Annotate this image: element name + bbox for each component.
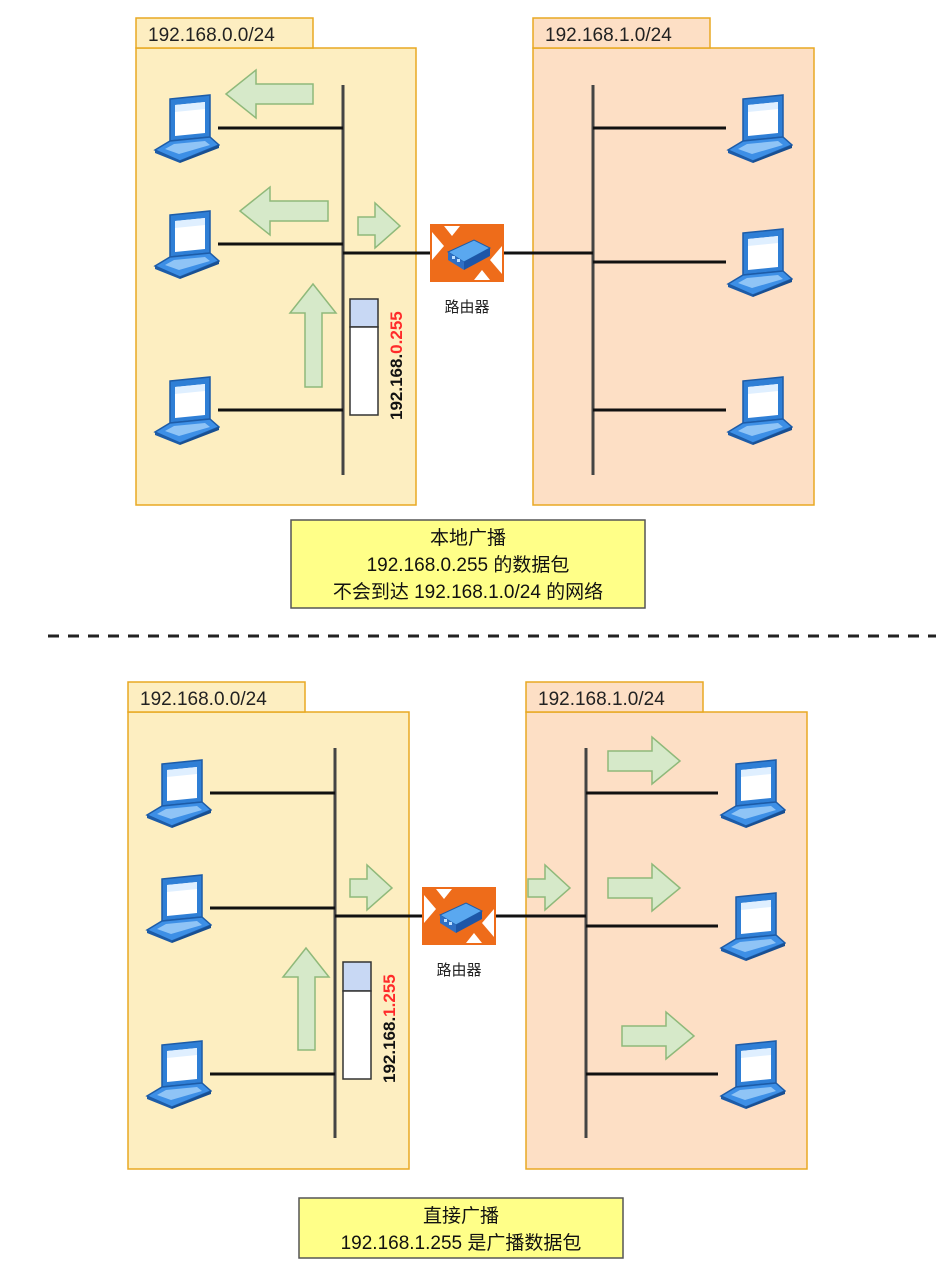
bottom-caption-line2: 192.168.1.255 是广播数据包 <box>341 1232 582 1254</box>
bottom-left-arrow-right-icon <box>349 863 394 912</box>
bottom-caption: 直接广播 192.168.1.255 是广播数据包 <box>298 1197 624 1259</box>
bottom-packet-highlight: 1.255 <box>380 974 399 1017</box>
top-packet-label: 192.168.0.255 <box>387 311 406 420</box>
bottom-router-label: 路由器 <box>436 962 481 979</box>
top-caption-box <box>290 519 646 609</box>
bottom-caption-box <box>298 1197 624 1259</box>
top-packet-prefix: 192.168. <box>387 354 406 420</box>
bottom-right-arrow-entry-icon <box>527 863 572 912</box>
bottom-packet-prefix: 192.168. <box>380 1017 399 1083</box>
top-scenario: 192.168.0.0/24 192.168.0.255 192.168.1.0… <box>135 17 815 609</box>
top-left-arrow-left-2-icon <box>238 185 329 237</box>
top-right-network-label: 192.168.1.0/24 <box>545 25 672 46</box>
top-packet: 192.168.0.255 <box>349 298 406 420</box>
bottom-packet-body <box>342 990 372 1080</box>
bottom-right-network-tab <box>525 681 704 713</box>
bottom-left-network-label: 192.168.0.0/24 <box>140 689 267 710</box>
bottom-left-network-tab <box>127 681 306 713</box>
top-packet-body <box>349 326 379 416</box>
top-caption: 本地广播 192.168.0.255 的数据包 不会到达 192.168.1.0… <box>290 519 646 609</box>
top-left-arrow-up-icon <box>288 282 338 388</box>
top-left-network: 192.168.0.0/24 192.168.0.255 <box>135 17 417 506</box>
top-right-network-tab <box>532 17 711 49</box>
top-router-icon <box>430 224 504 282</box>
top-left-arrow-left-1-icon <box>224 68 314 120</box>
bottom-packet-header <box>342 961 372 992</box>
top-caption-line1: 本地广播 <box>430 527 506 549</box>
top-left-network-tab <box>135 17 314 49</box>
top-right-network: 192.168.1.0/24 <box>532 17 815 506</box>
top-packet-header <box>349 298 379 328</box>
bottom-right-network: 192.168.1.0/24 <box>525 681 808 1170</box>
bottom-left-arrow-up-icon <box>281 946 331 1051</box>
top-caption-line3: 不会到达 192.168.1.0/24 的网络 <box>333 581 603 603</box>
bottom-packet-label: 192.168.1.255 <box>380 974 399 1083</box>
top-router-label: 路由器 <box>444 299 489 316</box>
bottom-router-icon <box>422 887 496 945</box>
bottom-left-network: 192.168.0.0/24 192.168.1.255 <box>127 681 410 1170</box>
bottom-right-arrow-3-icon <box>621 1010 696 1061</box>
top-left-network-label: 192.168.0.0/24 <box>148 25 275 46</box>
top-left-arrow-right-icon <box>357 201 402 250</box>
top-packet-highlight: 0.255 <box>387 311 406 354</box>
bottom-packet: 192.168.1.255 <box>342 961 399 1083</box>
bottom-scenario: 192.168.0.0/24 192.168.1.255 192.168.1.0… <box>127 681 808 1259</box>
top-caption-line2: 192.168.0.255 的数据包 <box>367 554 570 576</box>
bottom-right-network-label: 192.168.1.0/24 <box>538 689 665 710</box>
bottom-caption-line1: 直接广播 <box>423 1205 499 1227</box>
bottom-right-arrow-1-icon <box>607 735 682 786</box>
bottom-right-arrow-2-icon <box>607 862 682 913</box>
